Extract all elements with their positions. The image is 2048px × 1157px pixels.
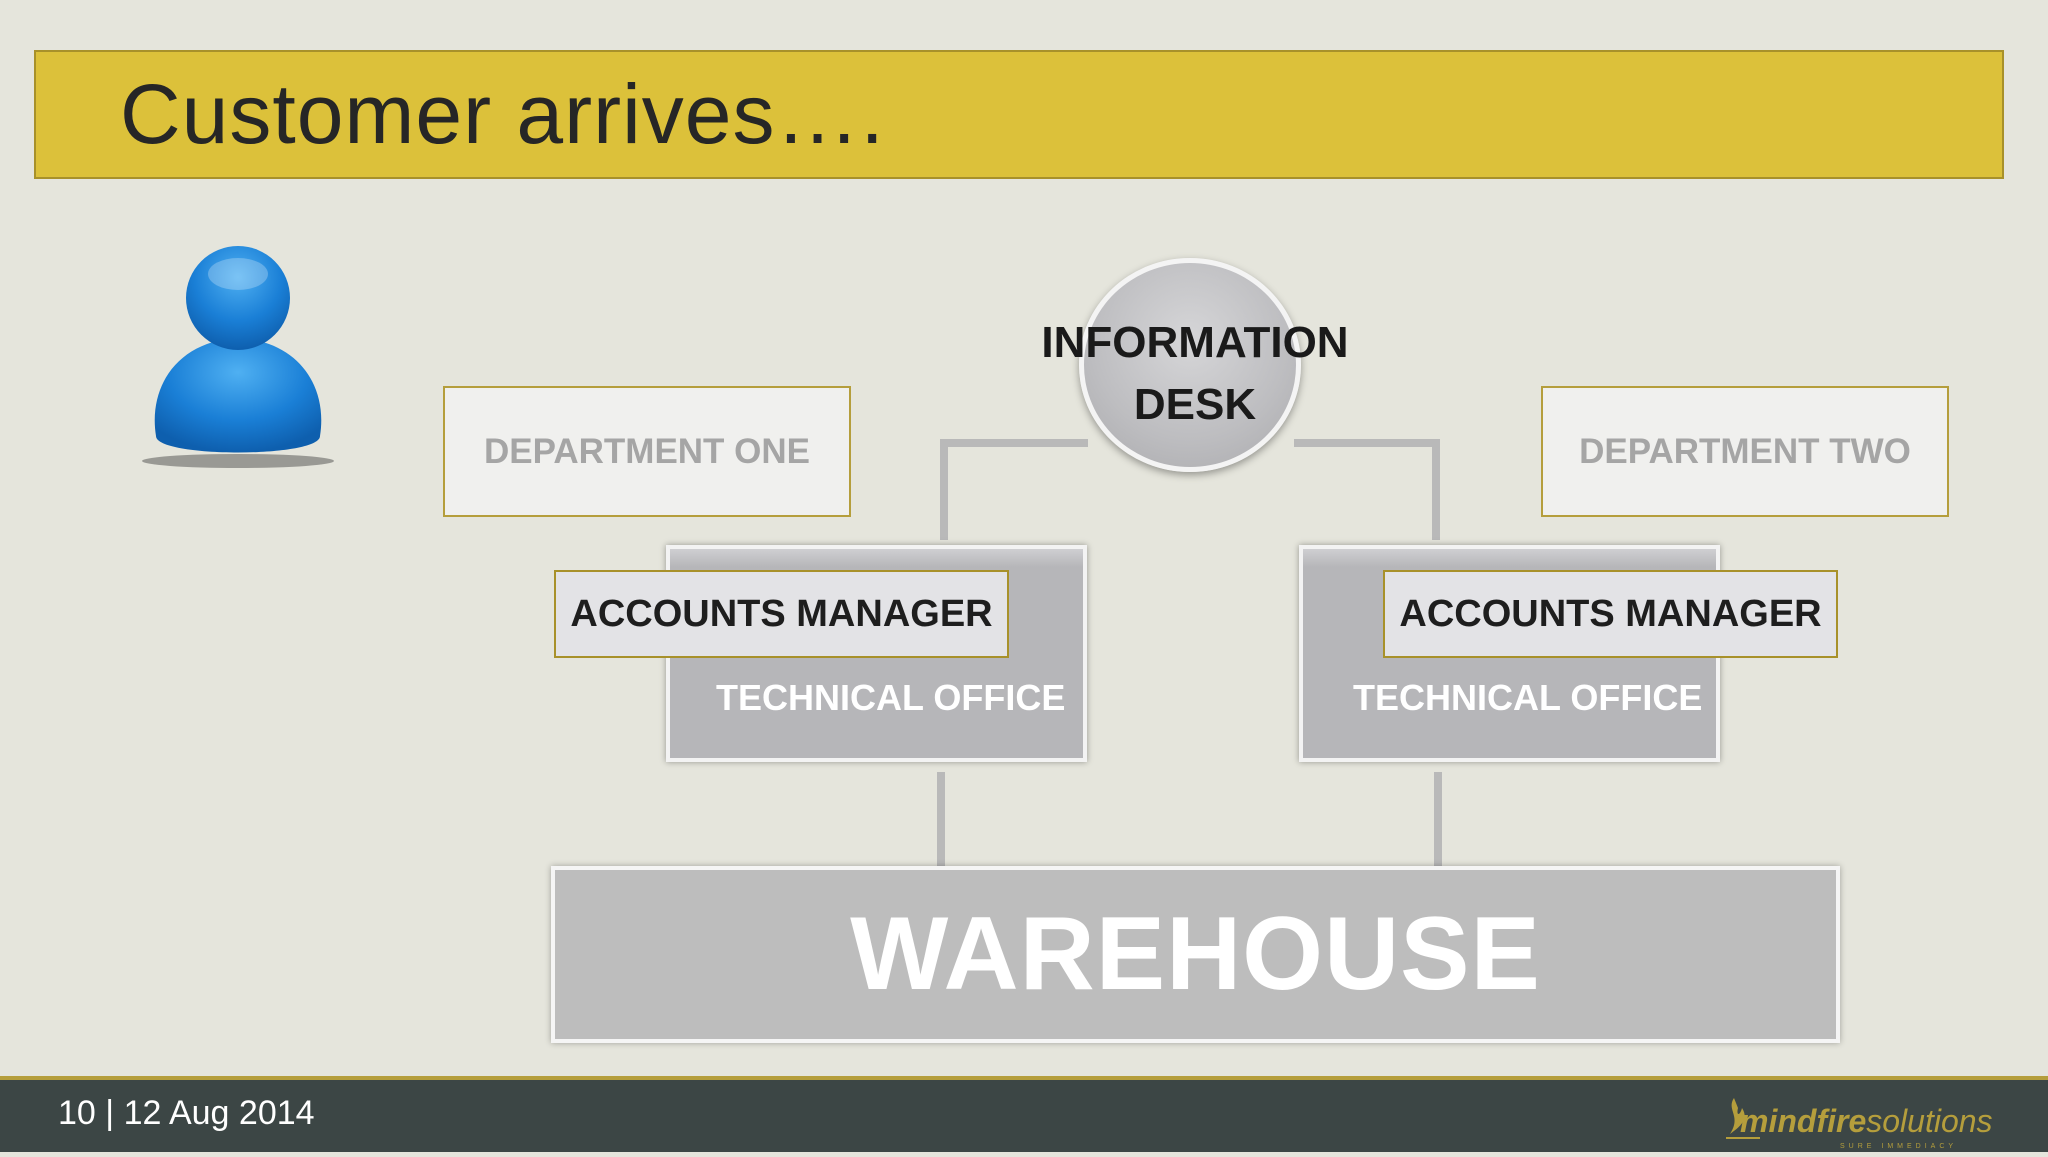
- flame-icon: [1730, 1098, 1745, 1134]
- warehouse-label: WAREHOUSE: [850, 896, 1541, 1012]
- connector-desk-to-dept-two: [1294, 439, 1440, 540]
- slide-date: 12 Aug 2014: [123, 1094, 315, 1132]
- department-one-label: DEPARTMENT ONE: [483, 431, 811, 471]
- title-bar: Customer arrives….: [34, 50, 2004, 179]
- slide-number: 10: [58, 1094, 96, 1132]
- footer-bar: 10 | 12 Aug 2014 mindfiresolutions SURE …: [0, 1076, 2048, 1152]
- information-desk-line2: DESK: [1133, 380, 1257, 429]
- accounts-manager-two-box: ACCOUNTS MANAGER: [1383, 570, 1838, 658]
- person-icon: [138, 236, 348, 481]
- svg-text:mindfiresolutions: mindfiresolutions: [1740, 1103, 1993, 1139]
- technical-office-two-label: TECHNICAL OFFICE: [1353, 677, 1703, 718]
- logo-text-bold: mindfire: [1740, 1103, 1866, 1139]
- information-desk-circle: [1079, 258, 1301, 472]
- warehouse-box: WAREHOUSE: [551, 866, 1840, 1043]
- slide-title: Customer arrives….: [120, 67, 885, 161]
- logo-text-light: solutions: [1866, 1103, 1992, 1139]
- slide-number-date: 10 | 12 Aug 2014: [58, 1094, 315, 1133]
- department-two-box: DEPARTMENT TWO: [1541, 386, 1949, 517]
- information-desk-line1: INFORMATION: [1041, 318, 1349, 367]
- mindfire-solutions-logo: mindfiresolutions SURE IMMEDIACY: [1720, 1094, 2010, 1157]
- technical-office-one-label: TECHNICAL OFFICE: [716, 677, 1066, 718]
- accounts-manager-two-label: ACCOUNTS MANAGER: [1399, 592, 1822, 635]
- information-desk-label: INFORMATION DESK: [1020, 312, 1370, 436]
- department-two-label: DEPARTMENT TWO: [1579, 431, 1911, 471]
- connector-desk-to-dept-one: [940, 439, 1088, 540]
- accounts-manager-one-box: ACCOUNTS MANAGER: [554, 570, 1009, 658]
- department-one-box: DEPARTMENT ONE: [443, 386, 851, 517]
- accounts-manager-one-label: ACCOUNTS MANAGER: [570, 592, 993, 635]
- logo-tagline: SURE IMMEDIACY: [1840, 1143, 1957, 1150]
- footer-separator: |: [105, 1094, 115, 1132]
